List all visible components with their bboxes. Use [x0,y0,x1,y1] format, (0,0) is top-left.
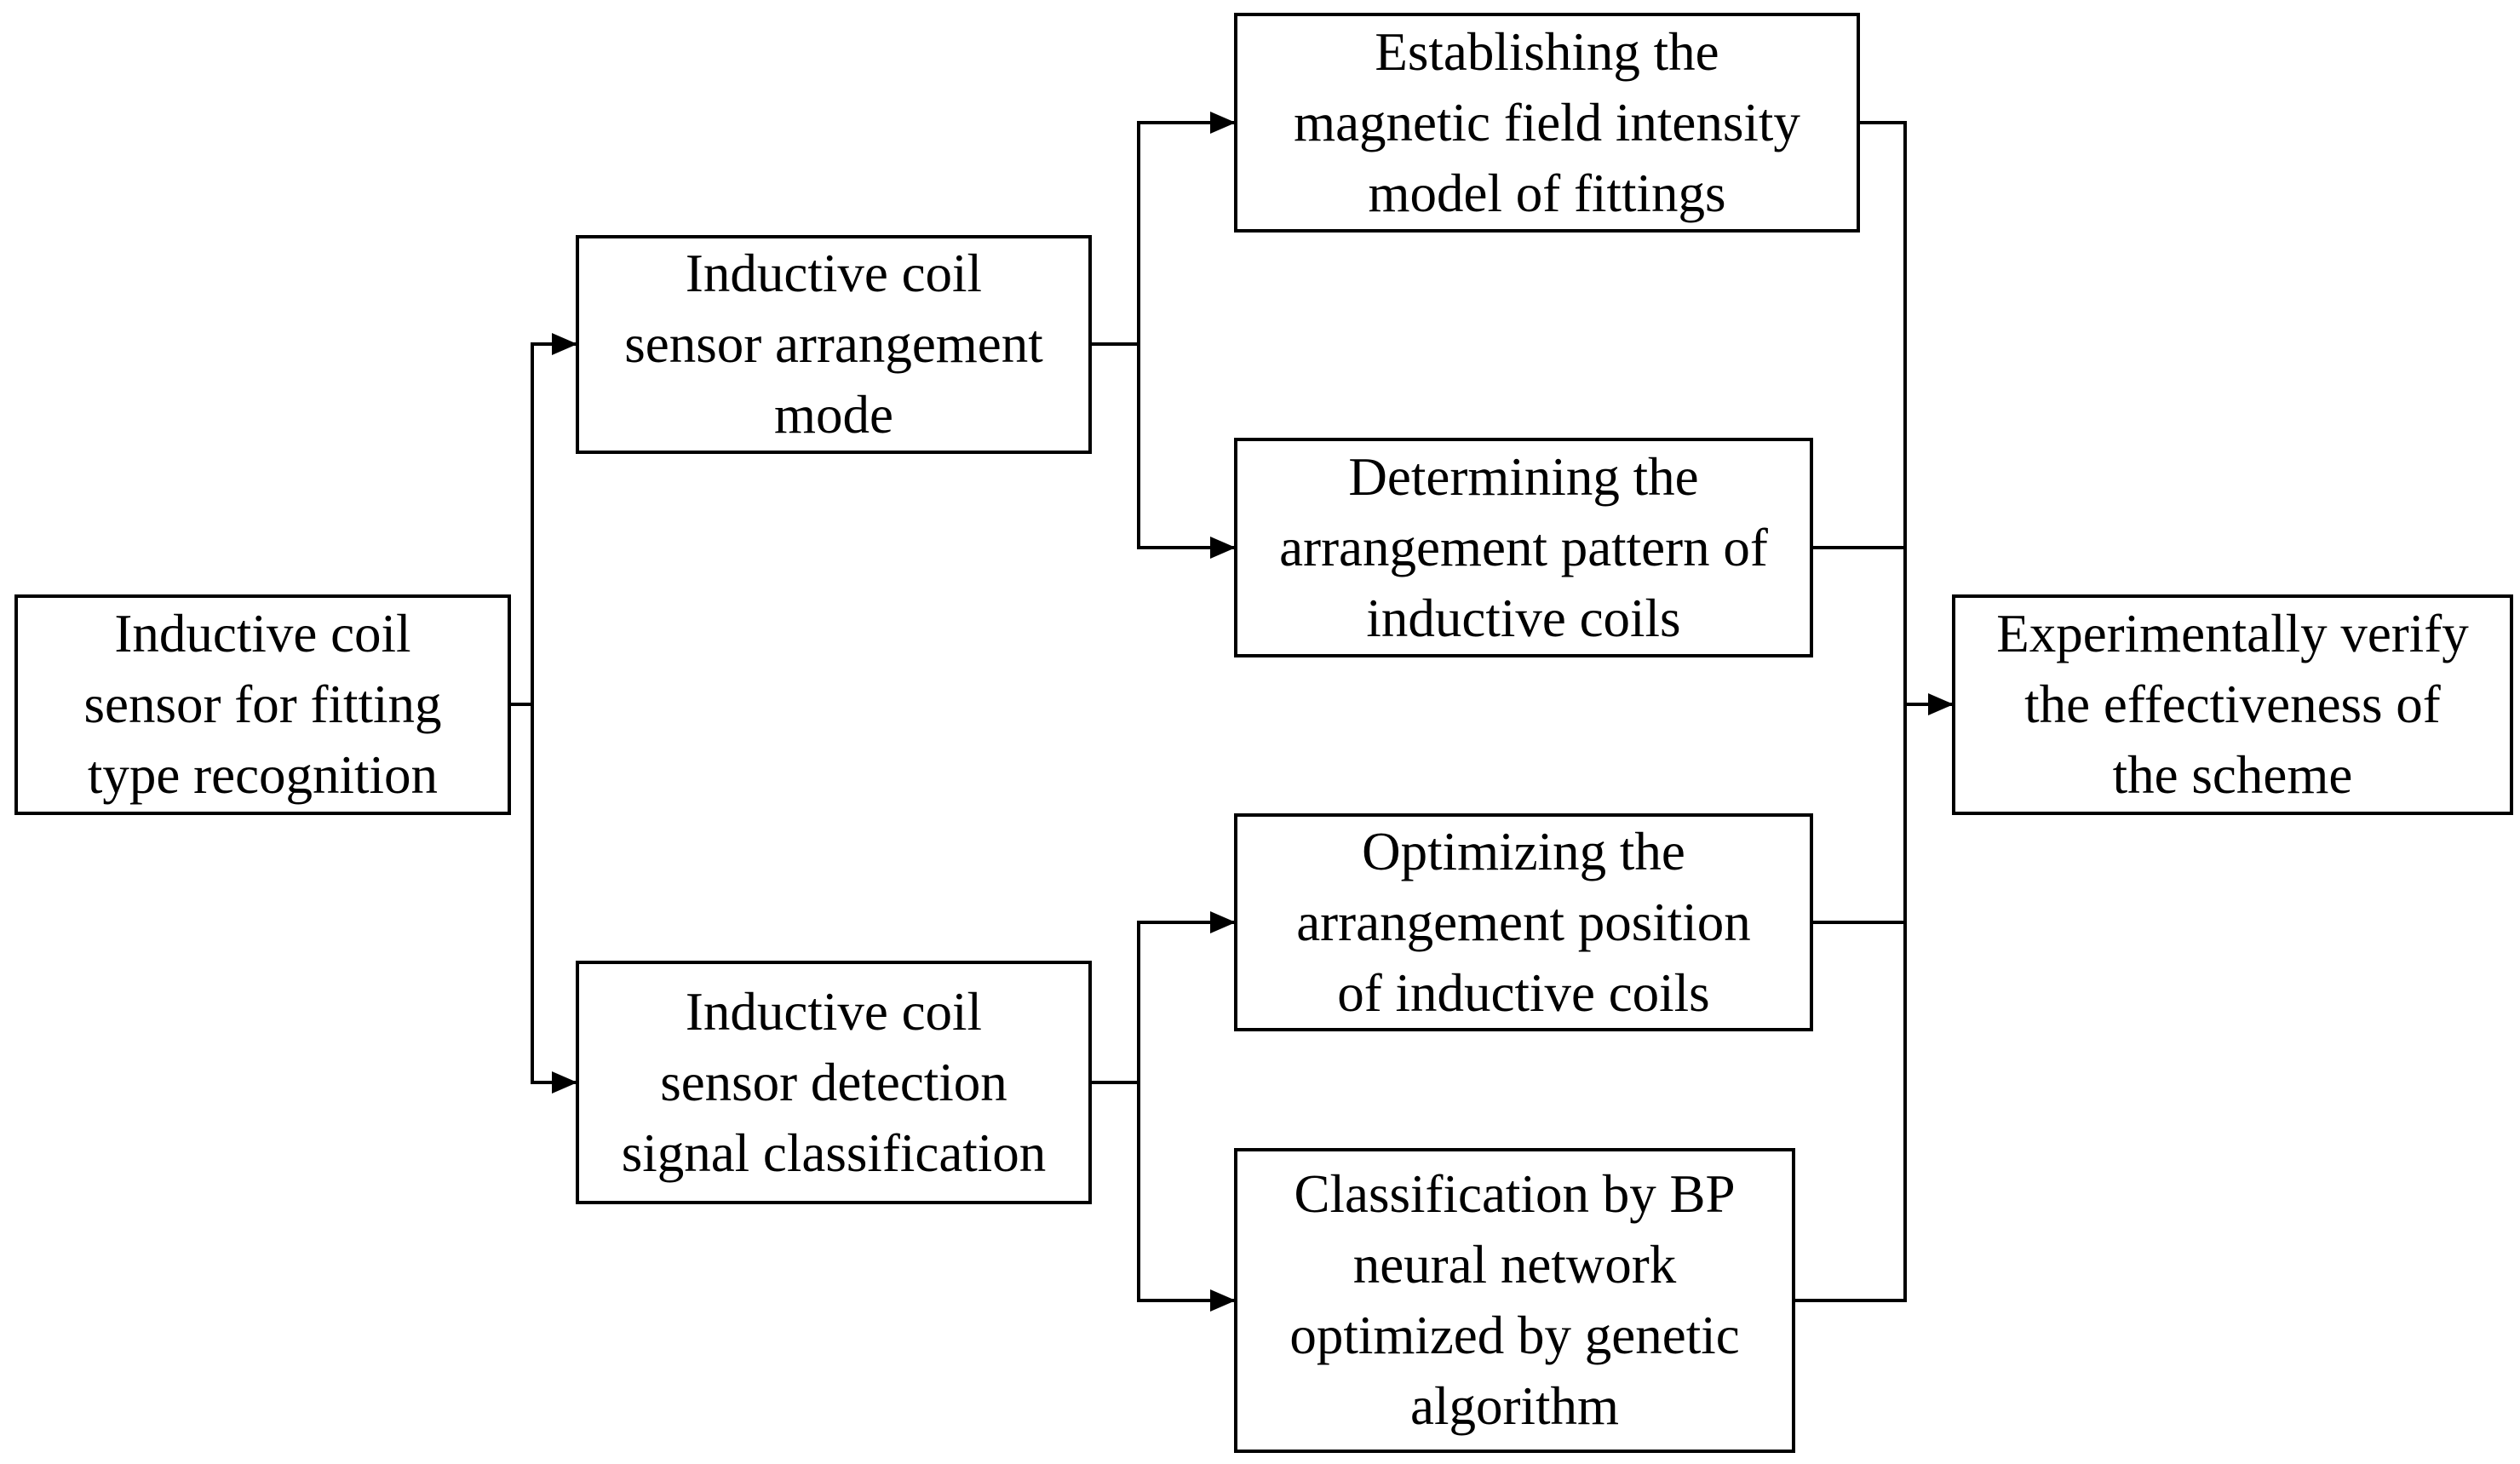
node-label: Classification by BP neural network opti… [1289,1164,1740,1436]
node-arrangement-position-optimization: Optimizing the arrangement position of i… [1234,813,1813,1031]
node-label: Optimizing the arrangement position of i… [1296,821,1751,1023]
node-fitting-type-recognition: Inductive coil sensor for fitting type r… [14,594,511,815]
node-label: Establishing the magnetic field intensit… [1294,21,1800,223]
node-label: Experimentally verify the effectiveness … [1996,604,2469,805]
edge-root-to-detection-classification [531,704,577,1094]
node-magnetic-field-model: Establishing the magnetic field intensit… [1234,13,1860,233]
node-detection-signal-classification: Inductive coil sensor detection signal c… [576,961,1092,1204]
edge-field-model-to-bus [1860,121,1907,704]
node-experimental-verification: Experimentally verify the effectiveness … [1952,594,2513,815]
node-label: Determining the arrangement pattern of i… [1279,446,1768,648]
edge-arrangement-mode-to-arrangement-pattern [1137,344,1236,559]
node-sensor-arrangement-mode: Inductive coil sensor arrangement mode [576,235,1092,454]
edge-root-to-arrangement-mode [511,333,577,706]
edge-arrangement-mode-to-field-model [1092,112,1236,346]
edge-detection-to-position-optimization [1092,911,1236,1084]
edge-detection-to-bp-classification [1137,1082,1236,1312]
node-label: Inductive coil sensor detection signal c… [621,981,1047,1183]
edge-bp-classification-to-bus [1795,704,1907,1302]
node-label: Inductive coil sensor arrangement mode [624,244,1043,445]
node-arrangement-pattern: Determining the arrangement pattern of i… [1234,438,1813,657]
node-label: Inductive coil sensor for fitting type r… [83,604,442,805]
node-bp-neural-network-classification: Classification by BP neural network opti… [1234,1148,1795,1453]
